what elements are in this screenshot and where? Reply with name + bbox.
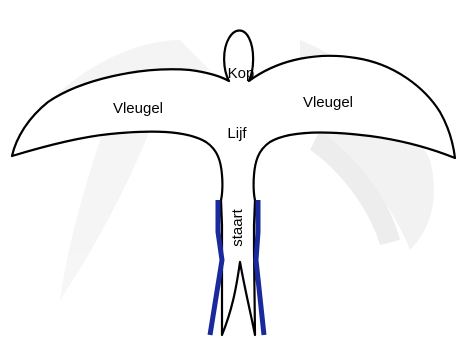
label-body: Lijf [227, 125, 247, 142]
label-head: Kop [228, 65, 255, 82]
label-tail: staart [229, 208, 246, 246]
label-wing-left: Vleugel [113, 100, 163, 117]
label-wing-right: Vleugel [303, 94, 353, 111]
